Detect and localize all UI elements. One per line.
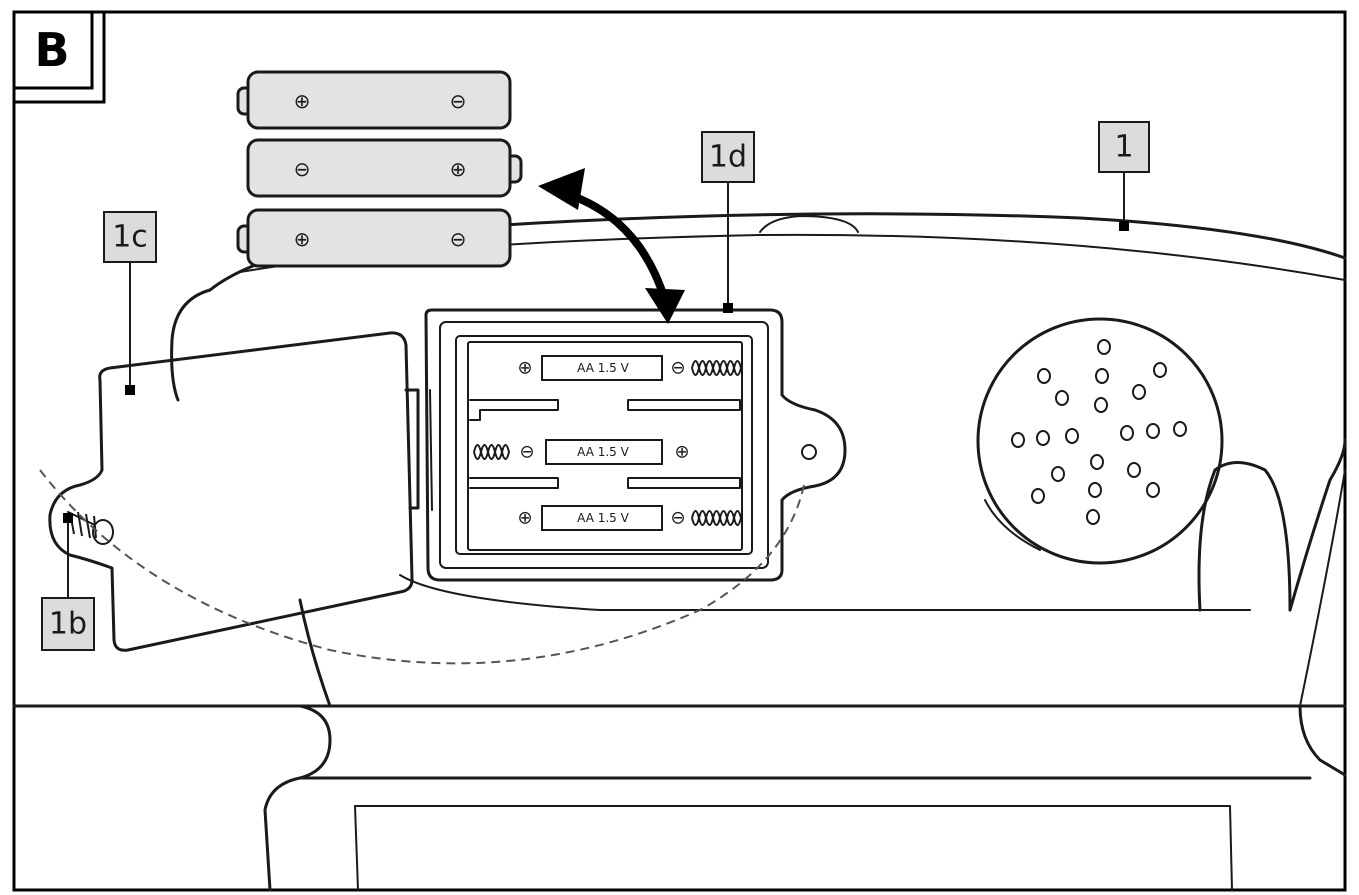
slot-battery-label: AA 1.5 V: [577, 361, 629, 375]
slot-polarity-left: ⊖: [519, 442, 534, 463]
speaker-hole: [1037, 368, 1051, 384]
contact-spring: [691, 510, 743, 526]
speaker-hole: [1146, 423, 1160, 439]
compartment-slot: ⊕ ⊖ AA 1.5 V: [517, 505, 743, 531]
callout-1d: 1d: [701, 131, 755, 313]
speaker-hole: [1153, 362, 1167, 378]
loose-battery: ⊕⊖: [236, 70, 512, 130]
speaker-hole: [1094, 397, 1108, 413]
battery-polarity-left: ⊖: [294, 157, 311, 181]
slot-polarity-right: ⊖: [670, 508, 685, 529]
loose-battery: ⊕⊖: [236, 208, 512, 268]
compartment-slot: ⊖ ⊕ AA 1.5 V: [473, 439, 690, 465]
speaker-hole: [1127, 462, 1141, 478]
slot-polarity-right: ⊖: [670, 358, 685, 379]
battery-polarity-left: ⊕: [294, 227, 311, 251]
speaker-hole: [1090, 454, 1104, 470]
speaker-hole: [1055, 390, 1069, 406]
diagram-frame: [12, 10, 1347, 892]
callout-1b: 1b: [41, 513, 95, 651]
callout-labels: 1 1d 1c 1b: [41, 121, 1150, 651]
speaker-hole: [1173, 421, 1187, 437]
slot-polarity-right: ⊕: [674, 442, 689, 463]
slot-battery-label: AA 1.5 V: [577, 511, 629, 525]
battery-polarity-right: ⊖: [450, 89, 467, 113]
callout-label: 1c: [112, 220, 148, 255]
contact-spring: [691, 360, 743, 376]
double-arrow-icon: [538, 168, 685, 324]
speaker-hole: [1146, 482, 1160, 498]
contact-spring: [473, 444, 511, 460]
callout-1c: 1c: [103, 211, 157, 395]
speaker-grille-icon: [976, 317, 1224, 565]
loose-batteries: ⊕⊖⊖⊕⊕⊖: [236, 70, 523, 268]
compartment-slot: ⊕ ⊖ AA 1.5 V: [517, 355, 743, 381]
slot-polarity-left: ⊕: [517, 358, 532, 379]
speaker-hole: [1095, 368, 1109, 384]
speaker-hole: [1065, 428, 1079, 444]
device-base: [12, 704, 1347, 892]
loose-battery: ⊖⊕: [246, 138, 523, 198]
battery-polarity-right: ⊕: [450, 157, 467, 181]
speaker-hole: [1097, 339, 1111, 355]
speaker-hole: [1051, 466, 1065, 482]
callout-label: 1: [1114, 130, 1133, 165]
speaker-hole: [1132, 384, 1146, 400]
speaker-hole: [1036, 430, 1050, 446]
panel-letter: B: [34, 23, 69, 77]
speaker-hole: [1011, 432, 1025, 448]
slot-battery-label: AA 1.5 V: [577, 445, 629, 459]
battery-cover: [48, 331, 433, 652]
cover-swing-path: [39, 469, 806, 665]
speaker-hole: [1031, 488, 1045, 504]
speaker-hole: [1086, 509, 1100, 525]
battery-polarity-left: ⊕: [294, 89, 311, 113]
speaker-hole: [1120, 425, 1134, 441]
speaker-hole: [1088, 482, 1102, 498]
callout-label: 1b: [49, 607, 87, 642]
panel-letter-box: B: [12, 10, 106, 104]
slot-polarity-left: ⊕: [517, 508, 532, 529]
callout-label: 1d: [709, 140, 747, 175]
battery-compartment: ⊕ ⊖ AA 1.5 V ⊖ ⊕ AA 1.5 V ⊕ ⊖ AA 1.5 V: [424, 308, 847, 582]
device-housing: [170, 212, 1347, 708]
battery-polarity-right: ⊖: [450, 227, 467, 251]
callout-1: 1: [1098, 121, 1150, 231]
